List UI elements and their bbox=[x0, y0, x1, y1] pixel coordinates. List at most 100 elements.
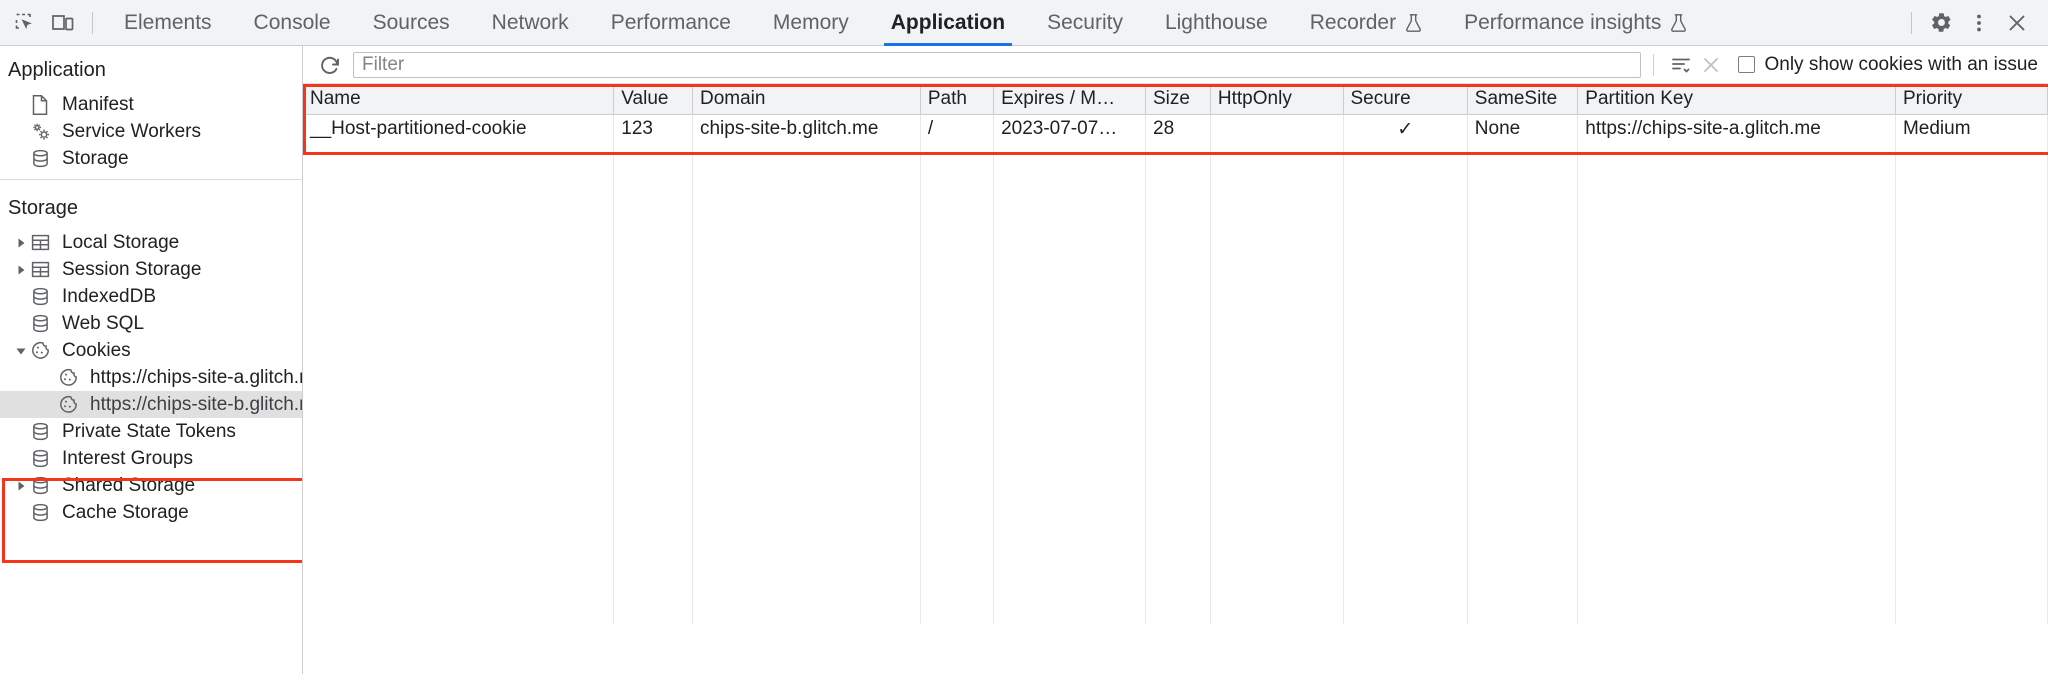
column-header-size[interactable]: Size bbox=[1145, 84, 1211, 115]
cell-empty bbox=[993, 264, 1146, 294]
cell-httponly[interactable] bbox=[1210, 114, 1344, 144]
cell-empty bbox=[1577, 594, 1896, 624]
close-icon[interactable] bbox=[1998, 6, 2036, 40]
database-icon bbox=[30, 502, 56, 524]
sidebar-item-label: Interest Groups bbox=[62, 448, 193, 469]
sidebar-item-web-sql[interactable]: Web SQL bbox=[0, 310, 302, 337]
only-show-issues-checkbox-wrapper[interactable]: Only show cookies with an issue bbox=[1738, 54, 2038, 76]
cell-secure[interactable]: ✓ bbox=[1343, 114, 1468, 144]
cell-empty bbox=[1895, 294, 2048, 324]
cell-domain[interactable]: chips-site-b.glitch.me bbox=[692, 114, 921, 144]
cell-empty bbox=[993, 534, 1146, 564]
only-show-issues-checkbox[interactable] bbox=[1738, 56, 1756, 73]
cell-empty bbox=[920, 474, 995, 504]
cell-empty bbox=[692, 504, 921, 534]
chevron-right-icon[interactable] bbox=[12, 234, 30, 252]
sidebar-item-indexeddb[interactable]: IndexedDB bbox=[0, 283, 302, 310]
column-header-value[interactable]: Value bbox=[613, 84, 693, 115]
tab-lighthouse[interactable]: Lighthouse bbox=[1144, 0, 1289, 46]
cell-empty bbox=[1467, 444, 1579, 474]
cell-empty bbox=[303, 444, 615, 474]
chevron-right-icon[interactable] bbox=[12, 261, 30, 279]
tab-performance[interactable]: Performance bbox=[590, 0, 752, 46]
cell-empty bbox=[1145, 594, 1211, 624]
sidebar-item-cookies[interactable]: Cookies bbox=[0, 337, 302, 364]
cell-empty bbox=[613, 564, 693, 594]
cell-empty bbox=[1343, 594, 1468, 624]
refresh-icon[interactable] bbox=[315, 50, 345, 80]
cell-empty bbox=[1467, 144, 1579, 174]
tab-performance-insights[interactable]: Performance insights bbox=[1443, 0, 1708, 46]
cell-empty bbox=[1210, 264, 1344, 294]
sidebar-item-shared-storage[interactable]: Shared Storage bbox=[0, 472, 302, 499]
sidebar-item-label: Manifest bbox=[62, 94, 134, 115]
clear-x-icon[interactable] bbox=[1696, 50, 1726, 80]
cell-size[interactable]: 28 bbox=[1145, 114, 1211, 144]
tab-label: Security bbox=[1047, 10, 1123, 34]
chevron-right-icon[interactable] bbox=[12, 477, 30, 495]
column-header-name[interactable]: Name bbox=[303, 84, 615, 115]
cell-empty bbox=[1145, 414, 1211, 444]
sidebar-item-storage[interactable]: Storage bbox=[0, 145, 302, 172]
sidebar-item-https-chips-site-b-glitch-me[interactable]: https://chips-site-b.glitch.me bbox=[0, 391, 302, 418]
cell-empty bbox=[920, 264, 995, 294]
cell-empty bbox=[1467, 594, 1579, 624]
cell-name[interactable]: __Host-partitioned-cookie bbox=[303, 114, 615, 144]
cell-empty bbox=[692, 144, 921, 174]
sidebar-item-https-chips-site-a-glitch-me[interactable]: https://chips-site-a.glitch.me bbox=[0, 364, 302, 391]
column-header-httponly[interactable]: HttpOnly bbox=[1210, 84, 1344, 115]
cell-priority[interactable]: Medium bbox=[1895, 114, 2048, 144]
tab-elements[interactable]: Elements bbox=[103, 0, 233, 46]
cell-empty bbox=[303, 294, 615, 324]
column-header-domain[interactable]: Domain bbox=[692, 84, 921, 115]
only-show-issues-label: Only show cookies with an issue bbox=[1764, 53, 2038, 75]
cell-empty bbox=[1467, 264, 1579, 294]
column-header-partition-key[interactable]: Partition Key bbox=[1577, 84, 1896, 115]
cell-empty bbox=[1577, 234, 1896, 264]
cell-empty bbox=[1210, 144, 1344, 174]
tab-security[interactable]: Security bbox=[1026, 0, 1144, 46]
sidebar-section-application-title: Application bbox=[8, 59, 106, 81]
database-icon bbox=[30, 448, 56, 470]
sidebar-item-local-storage[interactable]: Local Storage bbox=[0, 229, 302, 256]
sidebar-item-session-storage[interactable]: Session Storage bbox=[0, 256, 302, 283]
gear-icon[interactable] bbox=[1922, 6, 1960, 40]
column-header-samesite[interactable]: SameSite bbox=[1467, 84, 1579, 115]
column-header-path[interactable]: Path bbox=[920, 84, 995, 115]
search-input[interactable] bbox=[353, 51, 1642, 78]
tab-recorder[interactable]: Recorder bbox=[1289, 0, 1443, 46]
device-toolbar-icon[interactable] bbox=[44, 6, 82, 40]
inspect-cursor-icon[interactable] bbox=[6, 6, 44, 40]
sidebar-item-service-workers[interactable]: Service Workers bbox=[0, 118, 302, 145]
cell-empty bbox=[1895, 204, 2048, 234]
tab-console[interactable]: Console bbox=[233, 0, 352, 46]
chevron-down-icon[interactable] bbox=[12, 342, 30, 360]
cell-empty bbox=[692, 354, 921, 384]
cell-empty bbox=[993, 444, 1146, 474]
cell-empty bbox=[303, 474, 615, 504]
kebab-menu-icon[interactable] bbox=[1960, 6, 1998, 40]
cell-samesite[interactable]: None bbox=[1467, 114, 1579, 144]
tab-network[interactable]: Network bbox=[471, 0, 590, 46]
column-header-priority[interactable]: Priority bbox=[1895, 84, 2048, 115]
sidebar-item-manifest[interactable]: Manifest bbox=[0, 91, 302, 118]
sidebar-item-cache-storage[interactable]: Cache Storage bbox=[0, 499, 302, 526]
sidebar-item-private-state-tokens[interactable]: Private State Tokens bbox=[0, 418, 302, 445]
cell-empty bbox=[1145, 294, 1211, 324]
filter-list-icon[interactable] bbox=[1666, 50, 1696, 80]
cell-path[interactable]: / bbox=[920, 114, 995, 144]
cell-expires[interactable]: 2023-07-07… bbox=[993, 114, 1146, 144]
sidebar-item-label: IndexedDB bbox=[62, 286, 157, 307]
tab-memory[interactable]: Memory bbox=[752, 0, 870, 46]
column-header-secure[interactable]: Secure bbox=[1343, 84, 1468, 115]
cookie-icon bbox=[30, 340, 56, 362]
tab-application[interactable]: Application bbox=[870, 0, 1026, 46]
cell-empty bbox=[303, 414, 615, 444]
column-header-expires[interactable]: Expires / M… bbox=[993, 84, 1146, 115]
tab-sources[interactable]: Sources bbox=[352, 0, 471, 46]
sidebar-item-interest-groups[interactable]: Interest Groups bbox=[0, 445, 302, 472]
cell-value[interactable]: 123 bbox=[613, 114, 693, 144]
cell-partition-key[interactable]: https://chips-site-a.glitch.me bbox=[1577, 114, 1896, 144]
